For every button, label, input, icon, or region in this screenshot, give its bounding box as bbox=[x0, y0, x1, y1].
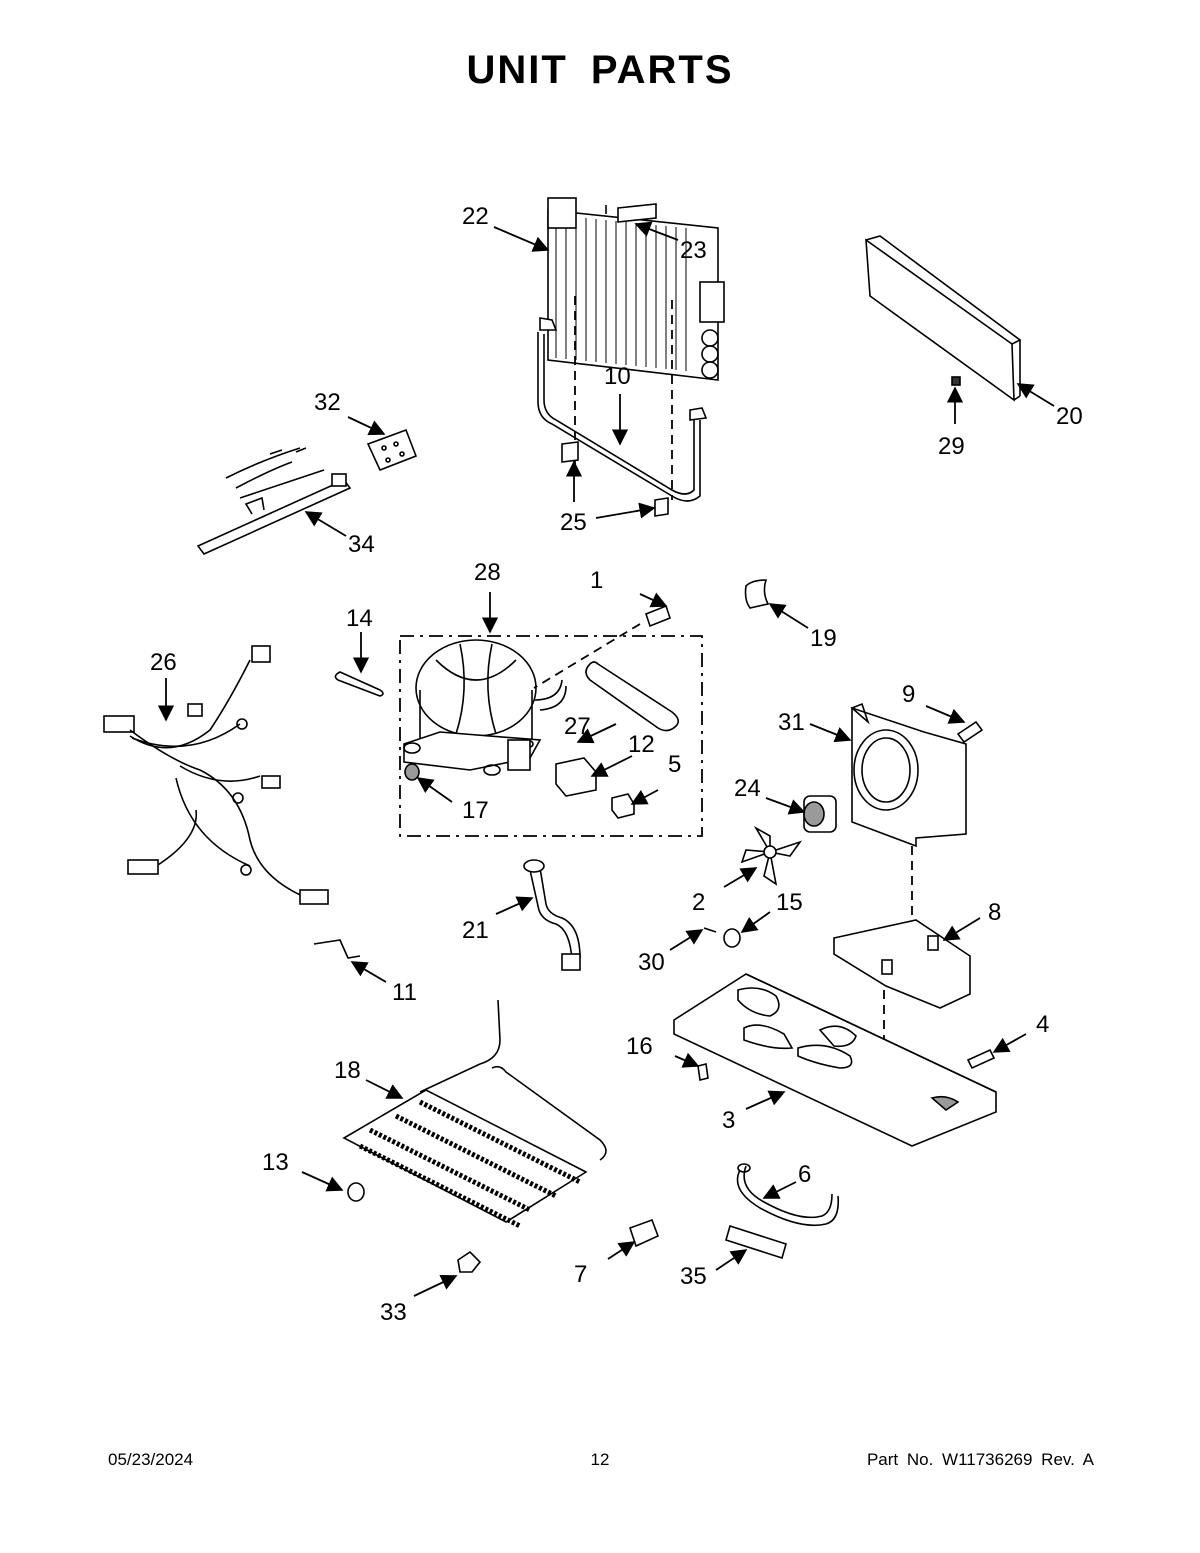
callout-20: 20 bbox=[1056, 403, 1083, 430]
callout-35: 35 bbox=[680, 1263, 707, 1290]
callout-7: 7 bbox=[574, 1261, 587, 1288]
callout-32: 32 bbox=[314, 389, 341, 416]
bolt-1-drawing bbox=[645, 604, 671, 628]
grommet-15-drawing bbox=[723, 928, 741, 948]
callout-22: 22 bbox=[462, 203, 489, 230]
callout-33: 33 bbox=[380, 1299, 407, 1326]
screw-16-drawing bbox=[697, 1063, 709, 1081]
callout-23: 23 bbox=[680, 237, 707, 264]
callout-11: 11 bbox=[392, 979, 417, 1006]
relay-cover-drawing bbox=[611, 793, 635, 819]
callout-21: 21 bbox=[462, 917, 489, 944]
callout-19: 19 bbox=[810, 625, 837, 652]
callout-12: 12 bbox=[628, 731, 655, 758]
clip-14-drawing bbox=[334, 671, 384, 697]
footer-page-number: 12 bbox=[590, 1450, 610, 1469]
callout-8: 8 bbox=[988, 899, 1001, 926]
clip-11-drawing bbox=[313, 939, 361, 959]
callout-17: 17 bbox=[462, 797, 489, 824]
callout-10: 10 bbox=[604, 363, 631, 390]
pin-30-drawing bbox=[703, 927, 717, 933]
screw-4-drawing bbox=[966, 1048, 996, 1070]
clip-33-drawing bbox=[457, 1250, 482, 1273]
wire-harness-26-drawing bbox=[103, 645, 329, 905]
cover-drawing bbox=[865, 235, 1022, 402]
callout-27: 27 bbox=[564, 713, 591, 740]
callout-5: 5 bbox=[668, 751, 681, 778]
footer-part-number: Part No. W11736269 Rev. A bbox=[866, 1450, 1094, 1469]
page-title: UNIT PARTS bbox=[466, 48, 734, 92]
evaporator-drawing bbox=[547, 197, 725, 381]
compressor-group-outline bbox=[399, 635, 703, 837]
callout-15: 15 bbox=[776, 889, 803, 916]
fan-blade-drawing bbox=[740, 825, 803, 886]
callout-3: 3 bbox=[722, 1107, 735, 1134]
condenser-drawing bbox=[342, 999, 607, 1229]
callout-16: 16 bbox=[626, 1033, 653, 1060]
callout-13: 13 bbox=[262, 1149, 289, 1176]
callout-1: 1 bbox=[590, 567, 603, 594]
part-7-drawing bbox=[628, 1218, 660, 1248]
part-19-drawing bbox=[744, 579, 770, 609]
fan-motor-drawing bbox=[803, 795, 837, 833]
callout-31: 31 bbox=[778, 709, 805, 736]
callout-25: 25 bbox=[560, 509, 587, 536]
callout-28: 28 bbox=[474, 559, 501, 586]
footer-date: 05/23/2024 bbox=[108, 1450, 194, 1469]
callout-6: 6 bbox=[798, 1161, 811, 1188]
wire-harness-34-drawing bbox=[196, 447, 352, 555]
tube-35-drawing bbox=[725, 1224, 787, 1260]
tube-21-drawing bbox=[523, 859, 581, 971]
callout-9: 9 bbox=[902, 681, 915, 708]
callout-2: 2 bbox=[692, 889, 705, 916]
callout-18: 18 bbox=[334, 1057, 361, 1084]
relay-drawing bbox=[555, 757, 597, 797]
leader-arrows bbox=[157, 221, 1055, 1297]
tube-6-drawing bbox=[736, 1163, 840, 1227]
callout-4: 4 bbox=[1036, 1011, 1049, 1038]
defrost-heater-drawing bbox=[537, 317, 708, 517]
callout-29: 29 bbox=[938, 433, 965, 460]
screw-9-drawing bbox=[956, 720, 984, 744]
drier-drawing bbox=[585, 661, 680, 732]
machine-base-drawing bbox=[673, 973, 997, 1147]
control-board-drawing bbox=[366, 428, 418, 472]
callout-24: 24 bbox=[734, 775, 761, 802]
compressor-drawing bbox=[403, 639, 567, 781]
callout-26: 26 bbox=[150, 649, 177, 676]
fan-shroud-drawing bbox=[850, 702, 967, 848]
callout-30: 30 bbox=[638, 949, 665, 976]
callout-14: 14 bbox=[346, 605, 373, 632]
bracket-8-drawing bbox=[833, 919, 971, 1009]
callout-34: 34 bbox=[348, 531, 375, 558]
